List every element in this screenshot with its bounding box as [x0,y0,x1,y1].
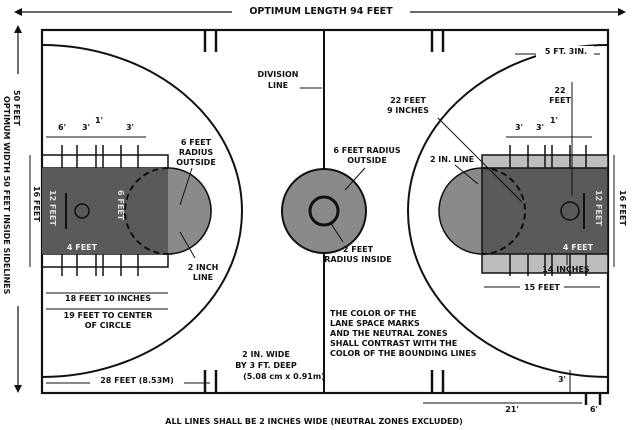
circle-radius-outside-2: OUTSIDE [347,156,387,165]
left-free-throw-arc [167,167,212,255]
left-2inch-line-2: LINE [193,273,213,282]
left-basket [74,203,90,219]
width-arrow-head-bottom [14,385,22,393]
left-dim-6: 6' [58,123,66,132]
circle-radius-inside-2: RADIUS INSIDE [324,255,392,264]
left-19ft-2: OF CIRCLE [85,321,132,330]
right-dim-3b: 3' [536,123,544,132]
left-ft-radius-1: 6 FEET [181,138,212,147]
width-label-bottom: OPTIMUM WIDTH 50 FEET INSIDE SIDELINES [2,96,11,295]
right-22ft9-1: 22 FEET [390,96,426,105]
contrast-note-2: LANE SPACE MARKS [330,319,420,328]
right-3: 3' [558,375,566,384]
contrast-note-4: SHALL CONTRAST WITH THE [330,339,457,348]
right-5ft3in: 5 FT. 3IN. [545,47,587,56]
right-three-point-arc [407,44,609,378]
right-21: 21' [505,405,519,414]
sideline-marks [203,30,602,405]
center-circle-outer [281,168,367,254]
right-dim-3a: 3' [515,123,523,132]
left-28ft: 28 FEET (8.53M) [100,376,174,385]
bench-label-3: (5.08 cm x 0.91m) [243,372,325,381]
division-line-label-2: LINE [268,81,288,90]
left-lane-marks [61,145,139,276]
left-2inch-line-1: 2 INCH [188,263,219,272]
left-lane-width: 16 FEET [32,186,41,222]
length-arrow-head-right [618,8,626,16]
right-2in-line: 2 IN. LINE [430,155,474,164]
contrast-note-1: THE COLOR OF THE [330,309,416,318]
left-dim-3a: 3' [82,123,90,132]
center-circle-inner [308,195,340,227]
left-lane-12ft: 12 FEET [48,190,57,226]
circle-radius-outside-1: 6 FEET RADIUS [333,146,400,155]
left-ft-radius-2: RADIUS [179,148,213,157]
left-ft-radius-3: OUTSIDE [176,158,216,167]
left-dim-3b: 3' [126,123,134,132]
right-22ft9-2: 9 INCHES [387,106,429,115]
left-lane-4ft: 4 FEET [67,243,98,252]
right-6: 6' [590,405,598,414]
right-14in: 14 INCHES [542,265,590,274]
right-lane-4ft: 4 FEET [563,243,594,252]
width-label-top: 50 FEET [12,90,21,126]
length-arrow-head-left [14,8,22,16]
right-15ft: 15 FEET [524,283,560,292]
width-arrow-head-top [14,25,22,33]
left-dim-1: 1' [95,116,103,125]
division-line-label-1: DIVISION [257,70,298,79]
right-lane-marks [509,145,587,276]
contrast-note-5: COLOR OF THE BOUNDING LINES [330,349,477,358]
bench-label-1: 2 IN. WIDE [242,350,290,359]
right-22ft-2: FEET [549,96,571,105]
title: OPTIMUM LENGTH 94 FEET [249,6,393,17]
right-22ft-1: 22 [554,86,565,95]
left-three-point-arc [41,44,243,378]
right-dim-1: 1' [550,116,558,125]
left-lane-6ft: 6 FEET [116,190,125,221]
left-18ft: 18 FEET 10 INCHES [65,294,151,303]
left-19ft-1: 19 FEET TO CENTER [64,311,153,320]
right-free-throw-dashed [481,167,526,255]
footer-note: ALL LINES SHALL BE 2 INCHES WIDE (NEUTRA… [165,417,462,426]
pointer-lines [179,82,573,265]
right-basket [560,201,580,221]
left-free-throw-dashed [124,167,169,255]
right-lane-width: 16 FEET [618,190,627,226]
bench-label-2: BY 3 FT. DEEP [235,361,297,370]
right-lane-12ft: 12 FEET [594,190,603,226]
circle-radius-inside-1: 2 FEET [343,245,374,254]
contrast-note-3: AND THE NEUTRAL ZONES [330,329,448,338]
